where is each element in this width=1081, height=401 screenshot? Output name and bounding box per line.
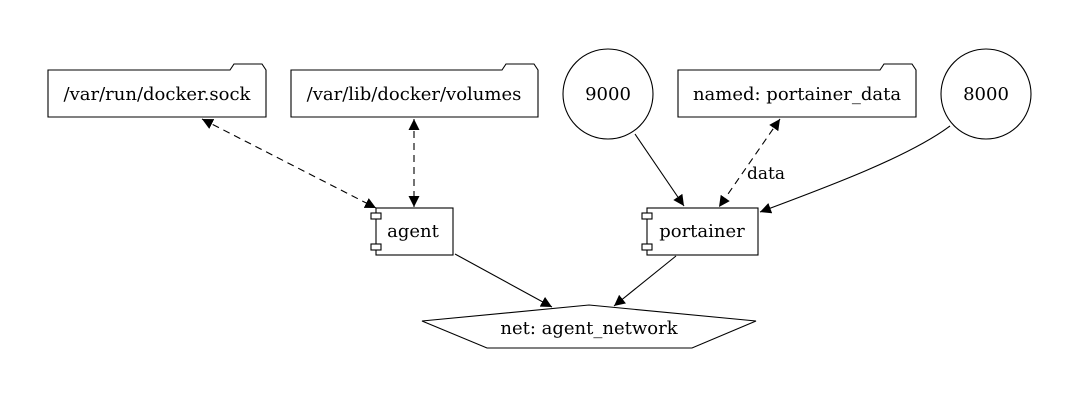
component-agent: agent xyxy=(370,207,454,256)
port-node-8000: 8000 xyxy=(940,48,1032,140)
edge-portainer-data-portainer xyxy=(718,118,781,208)
svg-text:net: agent_network: net: agent_network xyxy=(500,318,678,339)
edge-label-data: data xyxy=(747,164,785,184)
folder-portainer-data: named: portainer_data xyxy=(677,63,917,118)
component-portainer: portainer xyxy=(641,207,759,256)
edge-docker-sock-agent xyxy=(201,118,377,209)
folder-docker-sock: /var/run/docker.sock xyxy=(47,63,267,118)
port-node-9000: 9000 xyxy=(562,48,654,140)
svg-text:8000: 8000 xyxy=(963,84,1009,105)
svg-text:portainer: portainer xyxy=(659,221,745,242)
network-agent-network: net: agent_network xyxy=(421,304,757,349)
svg-text:agent: agent xyxy=(387,221,439,242)
edge-8000-portainer xyxy=(759,125,951,214)
svg-text:/var/lib/docker/volumes: /var/lib/docker/volumes xyxy=(307,84,522,105)
folder-docker-volumes: /var/lib/docker/volumes xyxy=(290,63,539,118)
edge-9000-portainer xyxy=(634,133,685,207)
svg-text:named: portainer_data: named: portainer_data xyxy=(693,84,901,105)
edge-portainer-network xyxy=(613,255,677,307)
svg-text:9000: 9000 xyxy=(585,84,631,105)
svg-text:/var/run/docker.sock: /var/run/docker.sock xyxy=(64,84,252,105)
edge-agent-network xyxy=(454,253,553,308)
